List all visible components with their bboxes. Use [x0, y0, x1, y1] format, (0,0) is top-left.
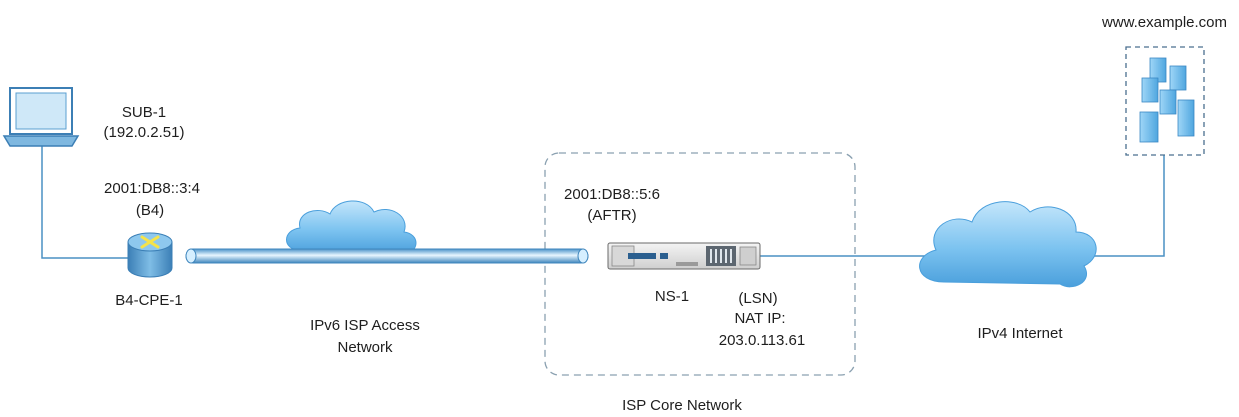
server-icon — [1139, 57, 1195, 143]
b4-ipv6-label: 2001:DB8::3:4 — [104, 180, 200, 197]
ipv4-internet-cloud — [919, 201, 1097, 288]
ns1-appliance-icon — [607, 242, 761, 270]
nat-ip-value: 203.0.113.61 — [718, 332, 806, 349]
aftr-role-label: (AFTR) — [587, 207, 637, 224]
b4-cpe-name: B4-CPE-1 — [115, 292, 183, 309]
access-network-line2: Network — [337, 339, 393, 356]
website-label: www.example.com — [1101, 14, 1228, 31]
lsn-label: (LSN) — [738, 290, 778, 307]
subscriber-link — [41, 143, 128, 259]
isp-core-network-label: ISP Core Network — [622, 397, 742, 414]
server-group-icon — [1125, 46, 1205, 156]
b4-role-label: (B4) — [135, 202, 165, 219]
isp-core-network-boundary — [544, 152, 856, 376]
b4-router-icon — [127, 232, 173, 278]
aftr-ipv6-label: 2001:DB8::5:6 — [564, 186, 660, 203]
subscriber-ip: (192.0.2.51) — [103, 124, 185, 141]
ipv4-link — [760, 155, 1165, 257]
ns1-name: NS-1 — [654, 288, 690, 305]
nat-ip-label: NAT IP: — [734, 310, 786, 327]
access-network-line1: IPv6 ISP Access — [310, 317, 420, 334]
subscriber-name: SUB-1 — [121, 104, 167, 121]
ipv4-internet-label: IPv4 Internet — [977, 325, 1063, 342]
ipv6-tunnel — [185, 248, 589, 264]
laptop-icon — [2, 87, 80, 147]
ipv6-access-cloud — [286, 200, 417, 255]
